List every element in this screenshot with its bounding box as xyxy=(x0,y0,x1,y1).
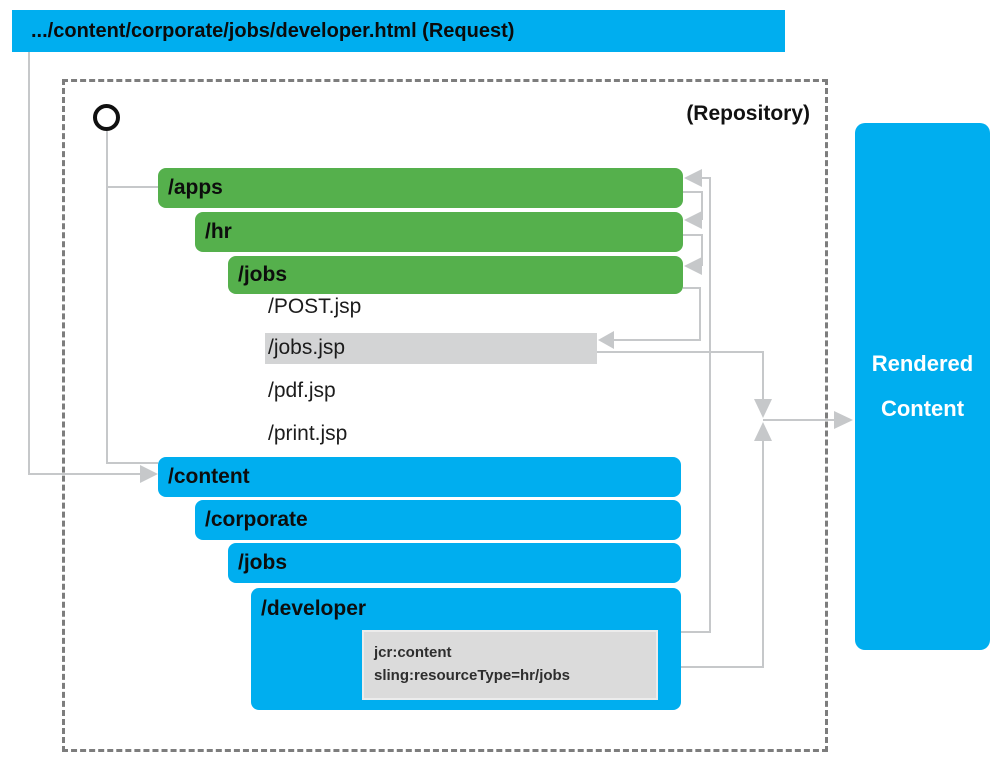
jcr-content-line: jcr:content xyxy=(374,644,452,661)
rendered-content-line1: Rendered xyxy=(871,351,974,376)
node-bar-hr: /hr xyxy=(195,212,683,252)
node-bar-content: /content xyxy=(158,457,681,497)
arrow-into-rendered-icon xyxy=(834,411,853,429)
node-bar-apps: /apps xyxy=(158,168,683,208)
node-bar-corporate: /corporate xyxy=(195,500,681,540)
request-banner: .../content/corporate/jobs/developer.htm… xyxy=(12,10,785,52)
script-post-jsp: /POST.jsp xyxy=(268,295,362,318)
root-node-icon xyxy=(93,104,120,131)
rendered-content-line2: Content xyxy=(880,396,965,421)
repository-label: (Repository) xyxy=(686,102,810,125)
sling-resourcetype-line: sling:resourceType=hr/jobs xyxy=(374,667,571,684)
selected-script-highlight xyxy=(265,333,597,364)
script-print-jsp: /print.jsp xyxy=(268,422,348,445)
script-jobs-jsp: /jobs.jsp xyxy=(268,336,346,359)
jcr-content-node: jcr:content sling:resourceType=hr/jobs xyxy=(362,630,658,700)
node-bar-content-jobs: /jobs xyxy=(228,543,681,583)
script-pdf-jsp: /pdf.jsp xyxy=(268,379,336,402)
node-bar-apps-jobs: /jobs xyxy=(228,256,683,294)
rendered-content-box: Rendered Content xyxy=(855,123,990,650)
